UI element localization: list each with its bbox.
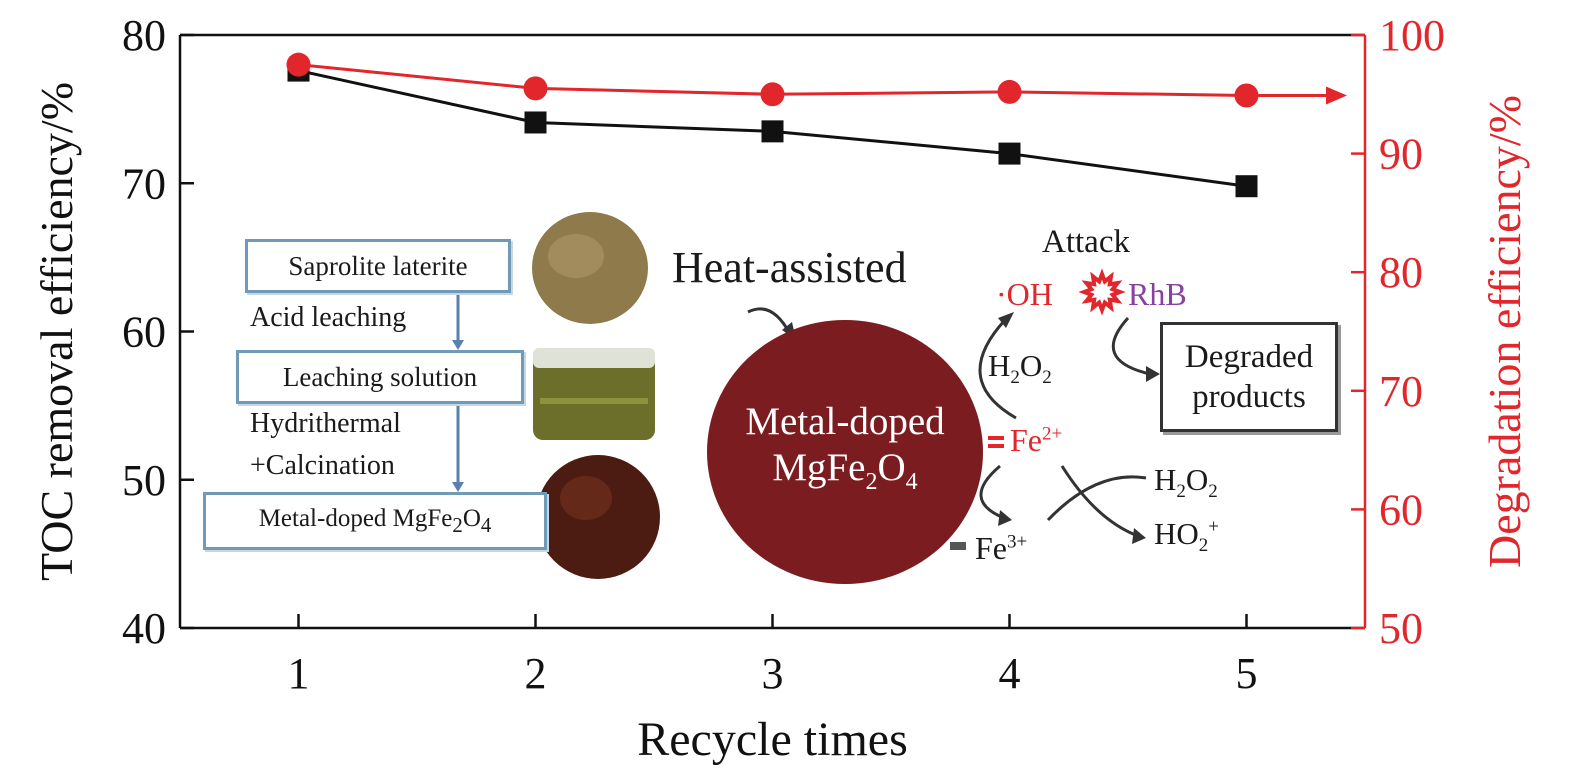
- left-y-tick-label: 50: [122, 456, 166, 505]
- left-y-tick-label: 40: [122, 604, 166, 653]
- laterite-powder-highlight: [548, 234, 604, 278]
- fe2-to-oh-arrow: [978, 318, 1017, 420]
- beaker-rim: [533, 348, 655, 368]
- step-product-box: Metal-doped MgFe2O4: [203, 492, 547, 550]
- process-calcination: +Calcination: [250, 450, 395, 481]
- x-tick-label: 5: [1236, 649, 1258, 698]
- flow-arrow-1-head: [452, 340, 464, 350]
- beaker-liquid-band: [540, 398, 648, 404]
- step-saprolite-box: Saprolite laterite: [245, 239, 511, 293]
- rhb-to-products-arrow: [1111, 316, 1151, 376]
- right-y-tick-label: 100: [1379, 11, 1445, 60]
- series-2-point: [1234, 83, 1259, 108]
- series-2-point: [760, 82, 785, 107]
- series-1-point: [998, 142, 1021, 165]
- fe3-to-fe2-cycle-arrow: [1046, 475, 1147, 522]
- x-axis-label: Recycle times: [637, 713, 908, 766]
- right-y-tick-label: 80: [1379, 248, 1423, 297]
- x-tick-label: 2: [525, 649, 547, 698]
- inset-graphics: [452, 212, 1160, 579]
- sphere-line2: MgFe2O4: [772, 446, 918, 495]
- process-acid-leaching: Acid leaching: [250, 302, 407, 333]
- fe2-to-oh-arrowhead: [998, 312, 1014, 328]
- process-hydrothermal: Hydrithermal: [250, 408, 401, 439]
- fe2-marker: [988, 436, 1004, 440]
- series-2-point: [997, 79, 1022, 104]
- attack-label: Attack: [1042, 224, 1130, 260]
- rhb-to-products-arrowhead: [1146, 366, 1160, 382]
- rhb-label: RhB: [1128, 276, 1187, 312]
- hydroxyl-radical-label: ·OH: [996, 276, 1053, 312]
- attack-burst-icon: [1078, 268, 1126, 316]
- products-line1: Degraded: [1184, 339, 1314, 375]
- step-product-label: Metal-doped MgFe2O4: [258, 504, 492, 537]
- degraded-products-box: Degraded products: [1160, 322, 1338, 432]
- series-2-point: [523, 76, 548, 101]
- left-y-tick-label: 80: [122, 11, 166, 60]
- h2o2-right-label: H2O2: [1154, 462, 1218, 503]
- left-y-axis-label: TOC removal efficiency/%: [31, 82, 82, 581]
- fe2-to-fe3-arrow: [979, 464, 1005, 520]
- right-axis-pointer-arrowhead: [1326, 86, 1347, 105]
- left-y-tick-label: 60: [122, 308, 166, 357]
- right-y-tick-label: 70: [1379, 367, 1423, 416]
- fe2-label: Fe2+: [1010, 422, 1063, 458]
- ho2-label: HO2+: [1154, 516, 1219, 557]
- h2o2-to-ho2-arrowhead: [1132, 528, 1146, 544]
- products-line2: products: [1192, 379, 1306, 415]
- right-y-tick-label: 60: [1379, 485, 1423, 534]
- series-1-point: [524, 111, 547, 134]
- step-saprolite-label: Saprolite laterite: [288, 250, 468, 281]
- catalyst-sphere: Metal-doped MgFe2O4: [707, 320, 983, 584]
- series-1-point: [1235, 175, 1258, 198]
- right-y-tick-label: 90: [1379, 130, 1423, 179]
- right-y-tick-label: 50: [1379, 604, 1423, 653]
- h2o2-top-label: H2O2: [988, 348, 1052, 389]
- h2o2-to-ho2-arrow: [1060, 465, 1139, 538]
- fe3-marker: [950, 542, 966, 550]
- heat-assisted-label: Heat-assisted: [672, 243, 907, 292]
- fe3-label: Fe3+: [975, 530, 1028, 566]
- product-powder-highlight: [560, 476, 612, 520]
- sphere-line1: Metal-doped: [745, 400, 945, 444]
- flow-arrow-2-head: [452, 482, 464, 492]
- step-leaching-solution-label: Leaching solution: [282, 361, 478, 392]
- x-tick-label: 4: [999, 649, 1021, 698]
- fe2-to-fe3-arrowhead: [998, 510, 1012, 526]
- x-tick-label: 3: [762, 649, 784, 698]
- step-leaching-solution-box: Leaching solution: [236, 350, 524, 404]
- fe2-marker-2: [988, 444, 1004, 448]
- right-y-axis-label: Degradation efficiency/%: [1479, 95, 1530, 568]
- left-y-tick-label: 70: [122, 159, 166, 208]
- series-1-point: [761, 120, 784, 143]
- x-tick-label: 1: [288, 649, 310, 698]
- series-layer: [286, 52, 1347, 579]
- leaching-solution-beaker-image: [533, 348, 655, 440]
- series-2-point: [286, 52, 311, 77]
